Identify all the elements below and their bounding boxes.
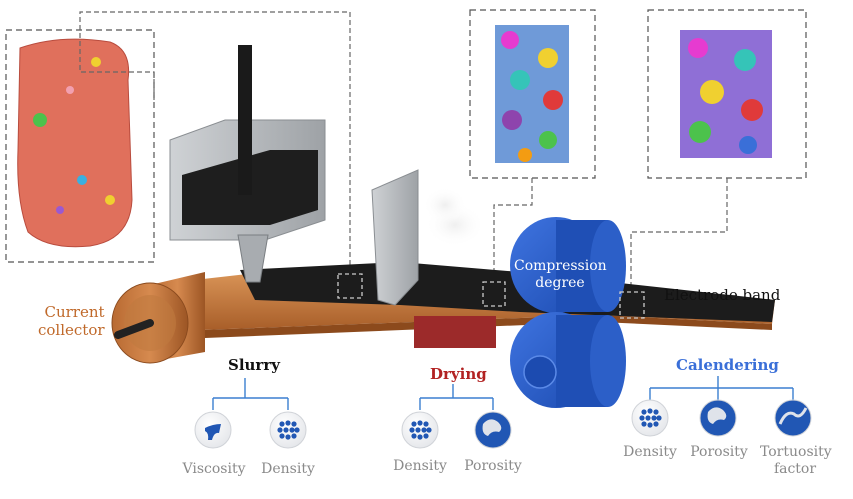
compression-degree-line-1: Compression [514,258,607,274]
calendering-title: Calendering [676,356,779,374]
sample-markers [337,273,645,319]
compression-degree-line-2: degree [535,275,585,291]
dried-structure-inset [469,9,596,179]
particle-cluster-icon [269,411,307,449]
electrode-coating [240,262,775,322]
compression-degree-label: Compression degree [514,258,607,292]
drying-metric-density: Density [393,458,447,474]
current-collector-line-2: collector [38,321,105,339]
doctor-blade [371,169,419,306]
particle-cluster-icon [631,399,669,437]
tortuous-path-icon [774,399,812,437]
current-collector-line-1: Current [44,303,105,321]
copper-roll [111,272,205,364]
electrode-band-label: Electrode band [664,286,781,304]
calendering-metric-tortuosity: Tortuosity factor [760,444,832,477]
calendering-metric-porosity: Porosity [690,444,748,460]
slurry-metric-density: Density [261,461,315,477]
calendered-structure-inset [647,9,807,179]
drying-metric-porosity: Porosity [464,458,522,474]
heater-block [414,316,496,348]
slurry-particle-inset [5,29,155,263]
current-collector-label: Current collector [38,303,105,339]
slurry-metric-viscosity: Viscosity [182,461,246,477]
slot-die-coater [169,45,326,283]
fluid-drop-icon [194,411,232,449]
slurry-title: Slurry [228,356,280,374]
porous-structure-icon [474,411,512,449]
drying-title: Drying [430,365,487,383]
drying-steam [423,187,485,247]
calendering-metric-density: Density [623,444,677,460]
particle-cluster-icon [401,411,439,449]
inset-connectors [79,11,728,290]
calender-rollers [510,217,626,408]
porous-structure-icon [699,399,737,437]
metric-tree-lines [212,376,794,410]
